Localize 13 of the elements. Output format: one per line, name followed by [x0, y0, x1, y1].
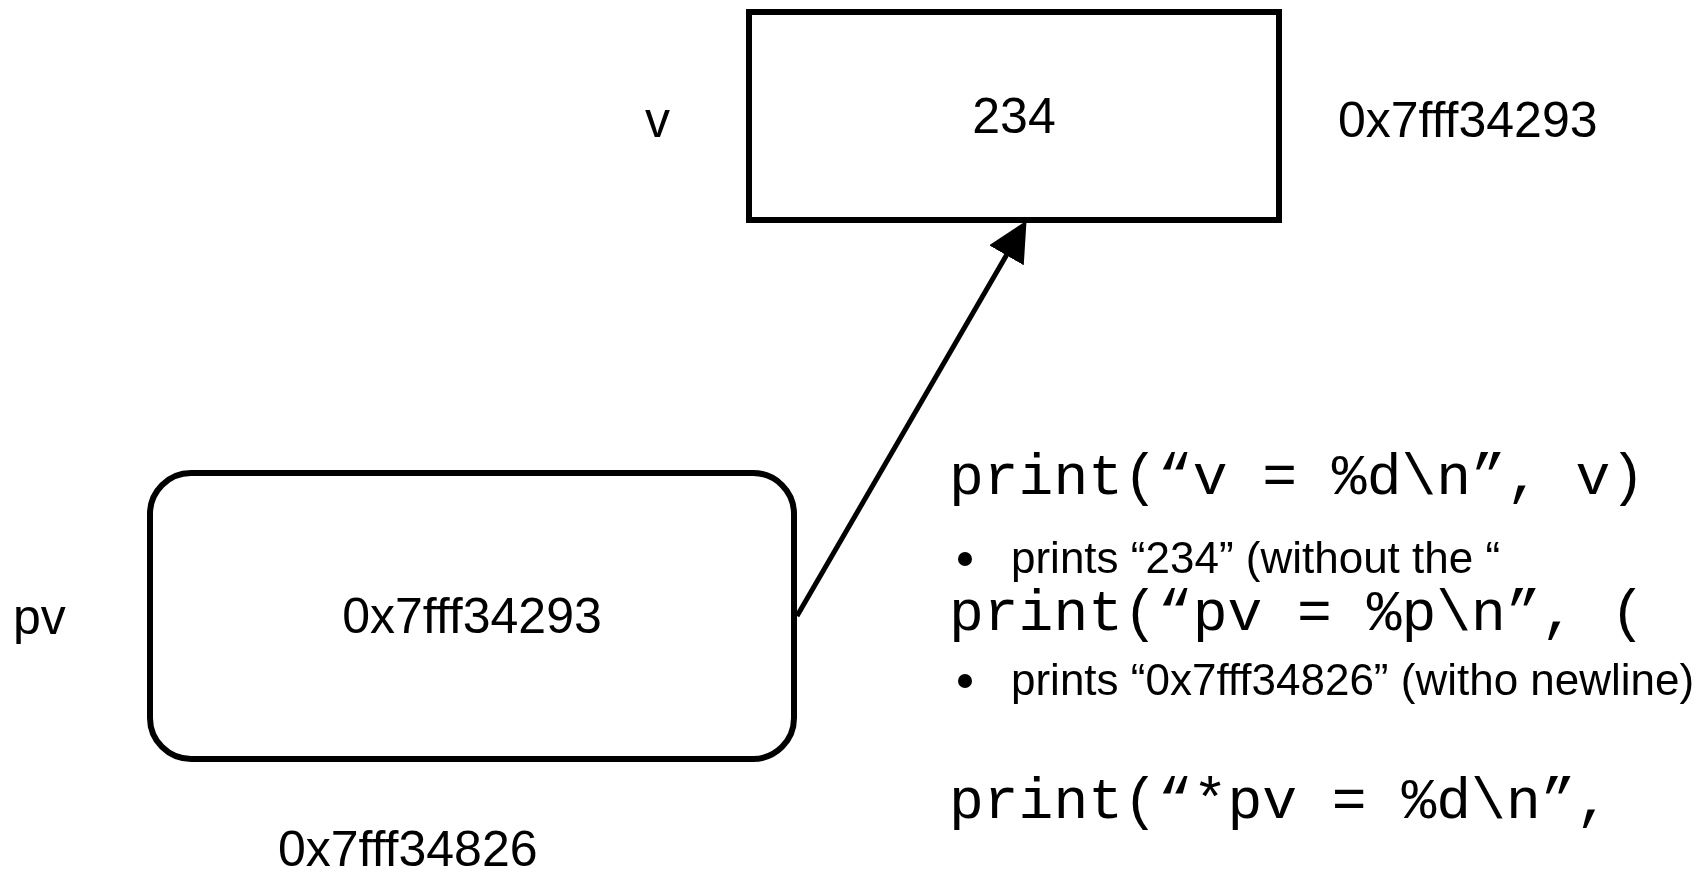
code-line: print(“pv = %p\n”, ( — [949, 582, 1646, 648]
value-text: 234 — [972, 87, 1056, 145]
pointer-box — [147, 470, 797, 762]
variable-name: v — [645, 91, 670, 149]
memory-address: 0x7fff34826 — [278, 820, 538, 877]
variable-box — [746, 9, 1282, 223]
bullet-text: prints “234” (without the “ — [1011, 532, 1502, 584]
code-line: print(“v = %d\n”, v) — [949, 446, 1646, 512]
bullet-text: prints “0x7fff34826” (witho newline) — [1011, 654, 1696, 706]
value-text: 0x7fff34293 — [342, 587, 602, 645]
code-line: print(“*pv = %d\n”, — [949, 770, 1611, 836]
variable-name: pv — [13, 588, 66, 646]
memory-address: 0x7fff34293 — [1338, 91, 1598, 149]
